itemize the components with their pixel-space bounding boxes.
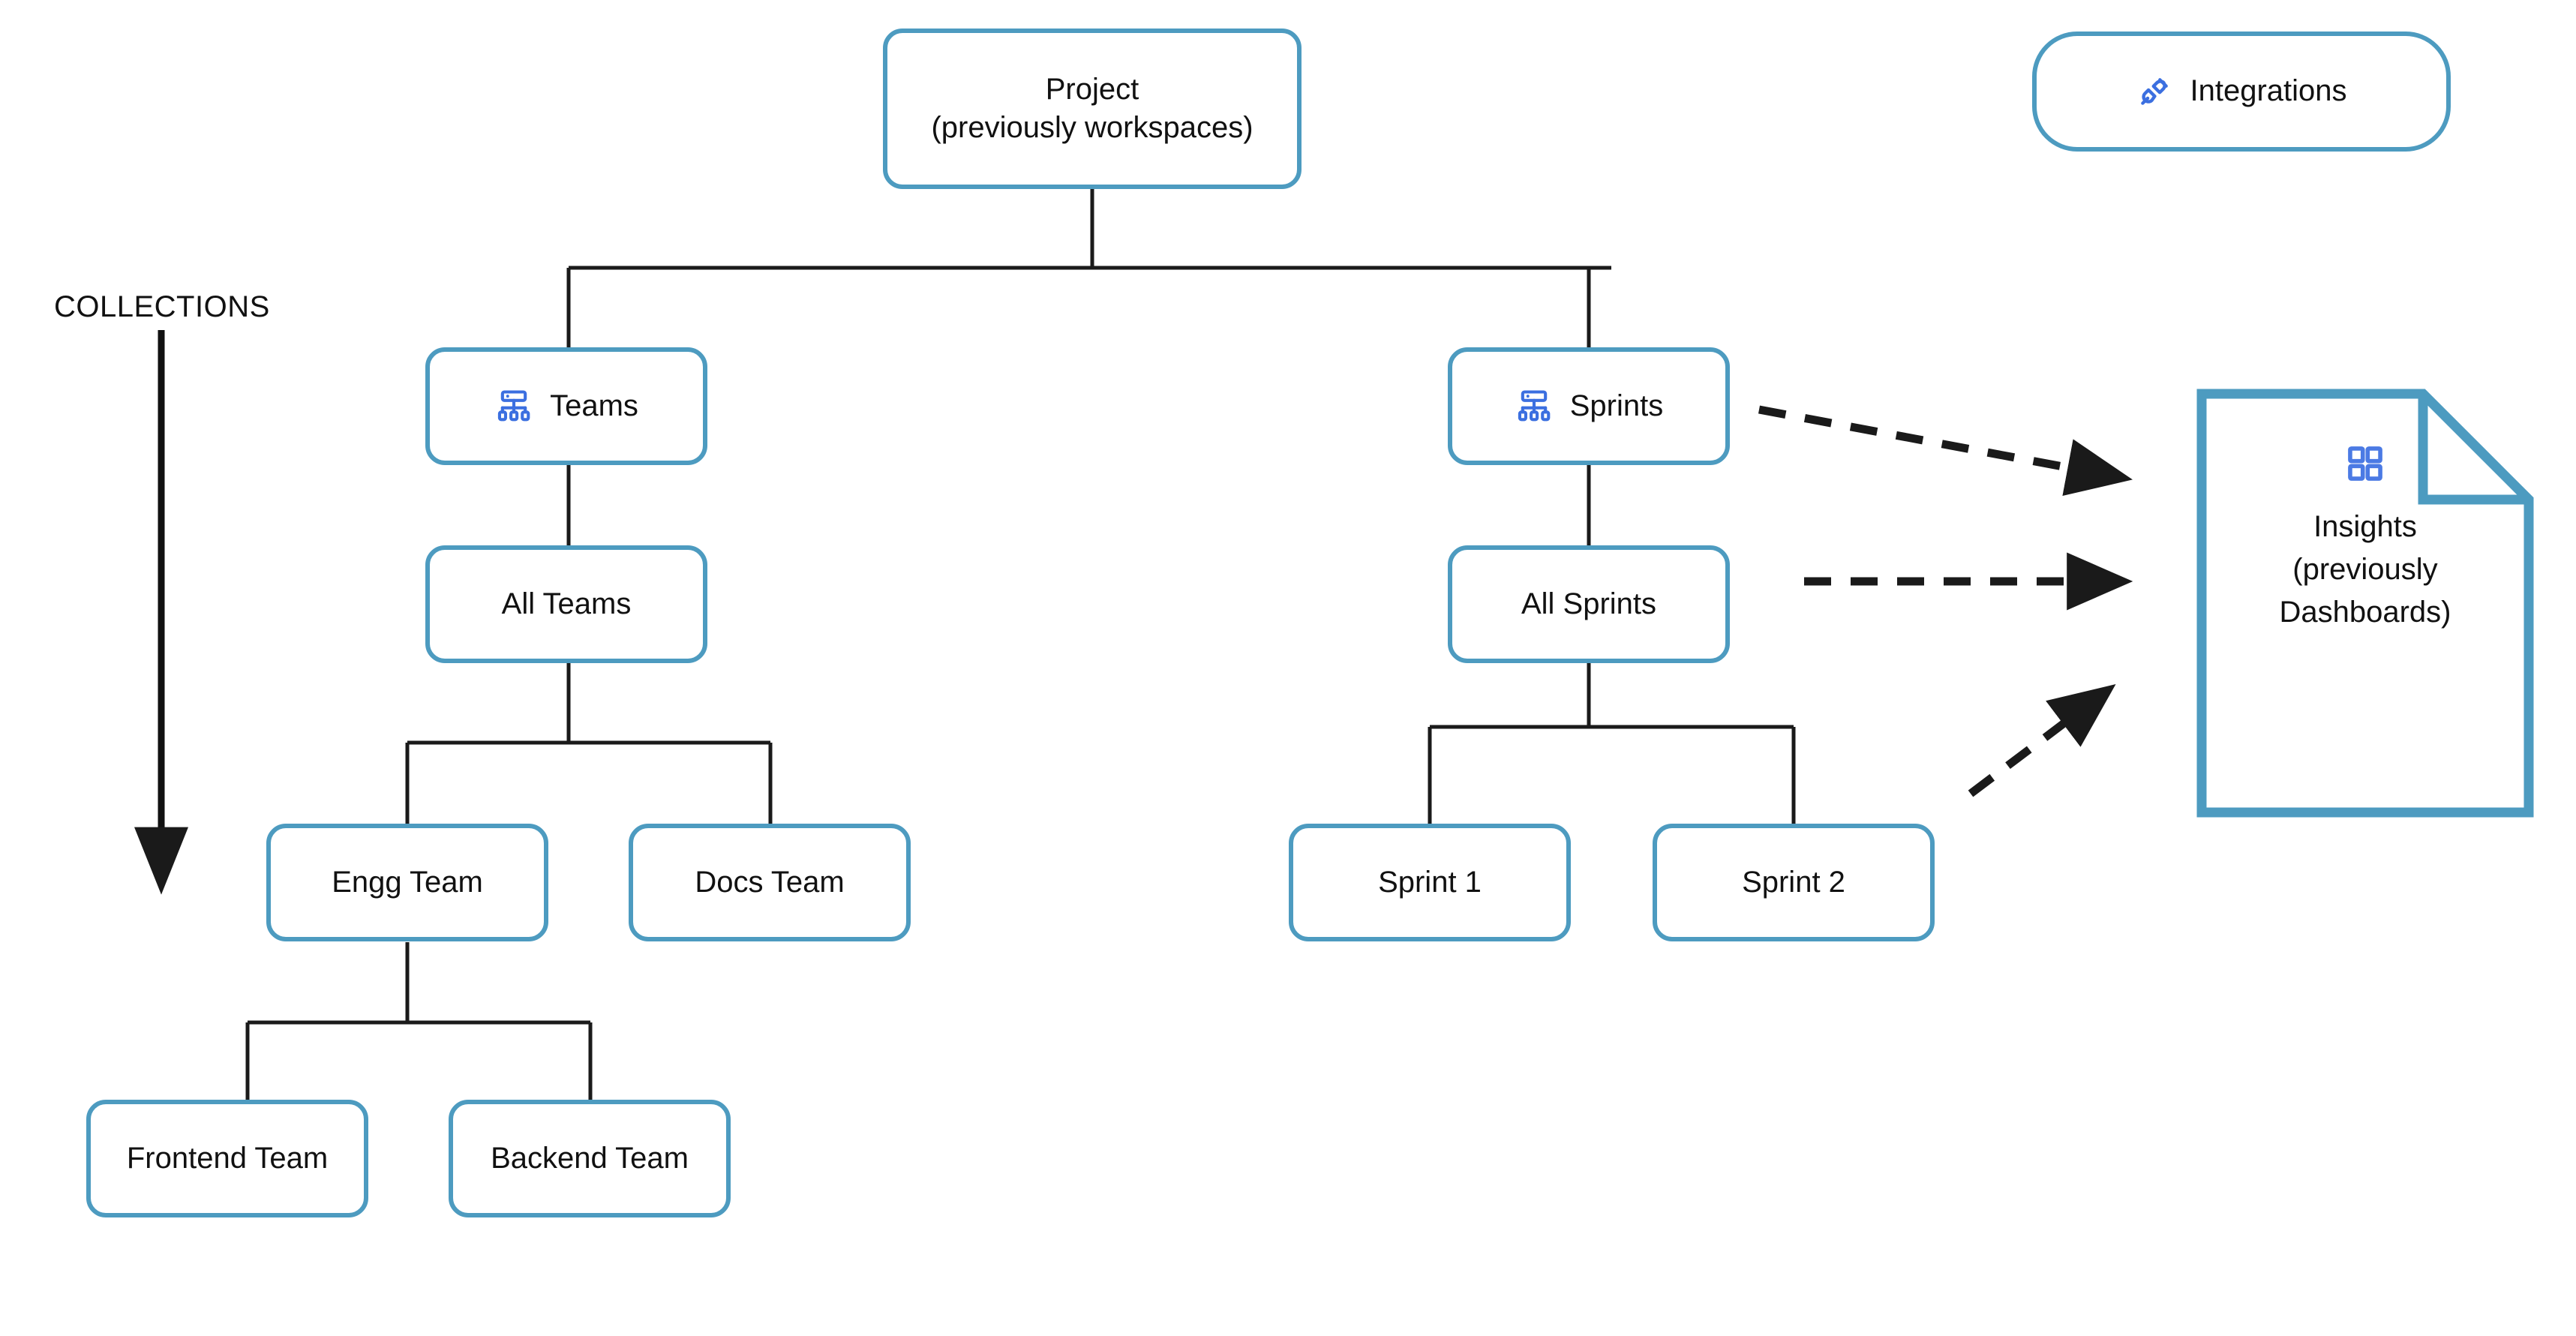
node-docs-team-label: Docs Team xyxy=(695,865,845,899)
node-sprint-2[interactable]: Sprint 2 xyxy=(1653,824,1935,941)
edge-project-to-children xyxy=(566,189,1611,347)
dashboard-grid-icon xyxy=(2344,443,2386,485)
node-frontend-team-label: Frontend Team xyxy=(126,1141,329,1175)
node-engg-team-label: Engg Team xyxy=(332,865,483,899)
edge-all-sprints-to-children xyxy=(1428,662,1796,824)
node-all-teams[interactable]: All Teams xyxy=(425,545,707,663)
node-all-sprints-label: All Sprints xyxy=(1521,587,1657,620)
node-integrations-label: Integrations xyxy=(2190,74,2347,108)
node-all-sprints[interactable]: All Sprints xyxy=(1448,545,1730,663)
node-sprints-label: Sprints xyxy=(1569,389,1664,422)
node-sprint-2-label: Sprint 2 xyxy=(1742,865,1845,899)
node-insights-label: Insights (previously Dashboards) xyxy=(2279,510,2451,629)
node-frontend-team[interactable]: Frontend Team xyxy=(86,1100,368,1217)
node-all-teams-label: All Teams xyxy=(501,587,632,620)
edge-all-teams-to-children xyxy=(405,662,773,824)
node-engg-team[interactable]: Engg Team xyxy=(266,824,548,941)
plug-connector-icon xyxy=(2136,73,2173,110)
node-backend-team-label: Backend Team xyxy=(491,1141,689,1175)
node-sprint-1[interactable]: Sprint 1 xyxy=(1289,824,1571,941)
node-teams-label: Teams xyxy=(550,389,638,422)
hierarchy-icon xyxy=(1515,387,1554,426)
edge-engg-to-children xyxy=(245,942,593,1100)
node-project[interactable]: Project (previously workspaces) xyxy=(883,29,1302,189)
edge-sprint2-to-insights-dashed xyxy=(1968,684,2116,797)
node-sprint-1-label: Sprint 1 xyxy=(1378,865,1482,899)
node-docs-team[interactable]: Docs Team xyxy=(629,824,911,941)
collections-label: COLLECTIONS xyxy=(54,290,270,323)
document-shape xyxy=(2196,389,2534,818)
hierarchy-icon xyxy=(494,387,533,426)
node-project-label: Project (previously workspaces) xyxy=(931,72,1253,144)
node-teams[interactable]: Teams xyxy=(425,347,707,465)
node-insights[interactable]: Insights (previously Dashboards) xyxy=(2196,389,2534,818)
node-integrations[interactable]: Integrations xyxy=(2032,32,2451,152)
node-sprints[interactable]: Sprints xyxy=(1448,347,1730,465)
edge-sprints-to-insights-dashed xyxy=(1758,405,2133,497)
node-backend-team[interactable]: Backend Team xyxy=(449,1100,731,1217)
